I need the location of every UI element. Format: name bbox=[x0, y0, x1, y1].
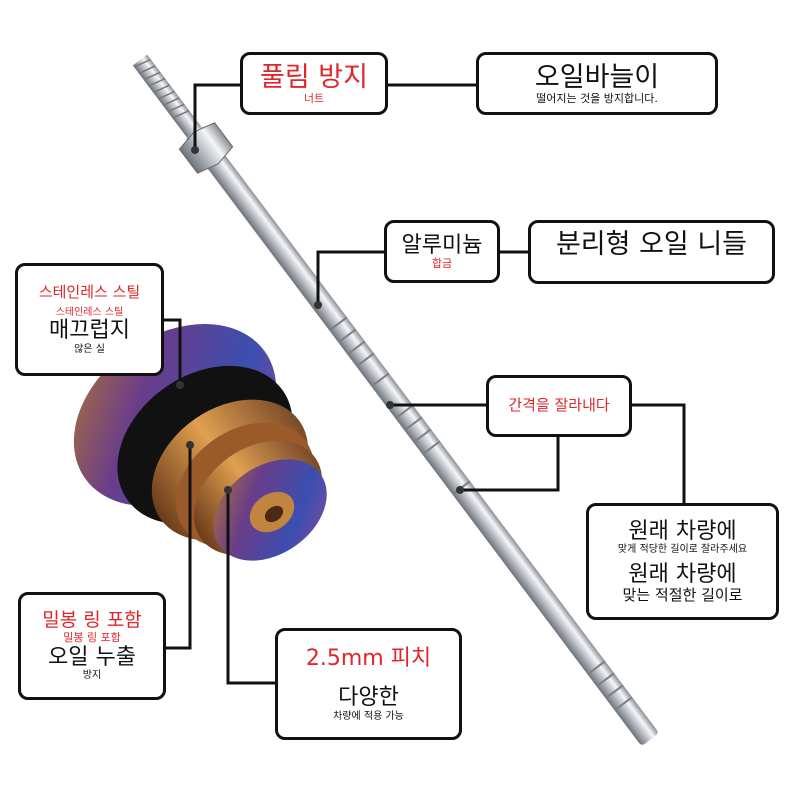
oil-needle-sub: 떨어지는 것을 방지합니다. bbox=[536, 91, 658, 105]
stainless-title: 매끄럽지 bbox=[49, 318, 130, 344]
aluminum-sub: 합금 bbox=[431, 256, 453, 270]
cut-gap-title: 간격을 잘라내다 bbox=[508, 396, 610, 415]
connector-lines bbox=[164, 83, 686, 685]
stainless-red-1: 스테인레스 스틸 bbox=[38, 282, 141, 301]
anti-loosen-sub: 너트 bbox=[303, 91, 325, 105]
original-vehicle-sub-2: 맞는 적절한 길이로 bbox=[622, 585, 743, 604]
stainless-red-2: 스테인레스 스틸 bbox=[55, 306, 124, 318]
seal-ring-sub: 방지 bbox=[82, 670, 102, 682]
aluminum-title: 알루미늄 bbox=[401, 232, 483, 258]
label-pitch: 2.5mm 피치 다양한 차량에 적용 가능 bbox=[275, 628, 462, 740]
pitch-title: 다양한 bbox=[338, 685, 399, 711]
label-seal-ring: 밀봉 링 포함 밀봉 링 포함 오일 누출 방지 bbox=[18, 592, 166, 700]
label-cut-gap: 간격을 잘라내다 bbox=[486, 375, 632, 437]
label-anti-loosen-nut: 풀림 방지 너트 bbox=[240, 52, 388, 115]
oil-dipstick-rod bbox=[132, 54, 658, 745]
original-vehicle-title-1: 원래 차량에 bbox=[628, 518, 737, 544]
pitch-red: 2.5mm 피치 bbox=[305, 645, 432, 671]
label-stainless: 스테인레스 스틸 스테인레스 스틸 매끄럽지 않은 실 bbox=[15, 263, 164, 376]
oil-needle-title: 오일바늘이 bbox=[534, 61, 660, 93]
stainless-sub: 않은 실 bbox=[74, 343, 105, 355]
label-detachable: 분리형 오일 니들 bbox=[528, 220, 775, 284]
seal-ring-title: 오일 누출 bbox=[48, 644, 136, 670]
pitch-sub: 차량에 적용 가능 bbox=[333, 710, 404, 722]
anti-loosen-title: 풀림 방지 bbox=[260, 61, 368, 93]
original-vehicle-title-2: 원래 차량에 bbox=[628, 561, 737, 587]
label-oil-needle: 오일바늘이 떨어지는 것을 방지합니다. bbox=[476, 52, 718, 115]
label-original-vehicle: 원래 차량에 맞게 적당한 길이로 잘라주세요 원래 차량에 맞는 적절한 길이… bbox=[586, 503, 779, 620]
detachable-title: 분리형 오일 니들 bbox=[555, 229, 748, 260]
seal-ring-red-1: 밀봉 링 포함 bbox=[42, 609, 142, 632]
label-aluminum: 알루미늄 합금 bbox=[384, 220, 500, 283]
seal-ring-red-2: 밀봉 링 포함 bbox=[63, 631, 121, 645]
drain-plug bbox=[73, 324, 327, 561]
original-vehicle-sub-1: 맞게 적당한 길이로 잘라주세요 bbox=[617, 544, 748, 556]
